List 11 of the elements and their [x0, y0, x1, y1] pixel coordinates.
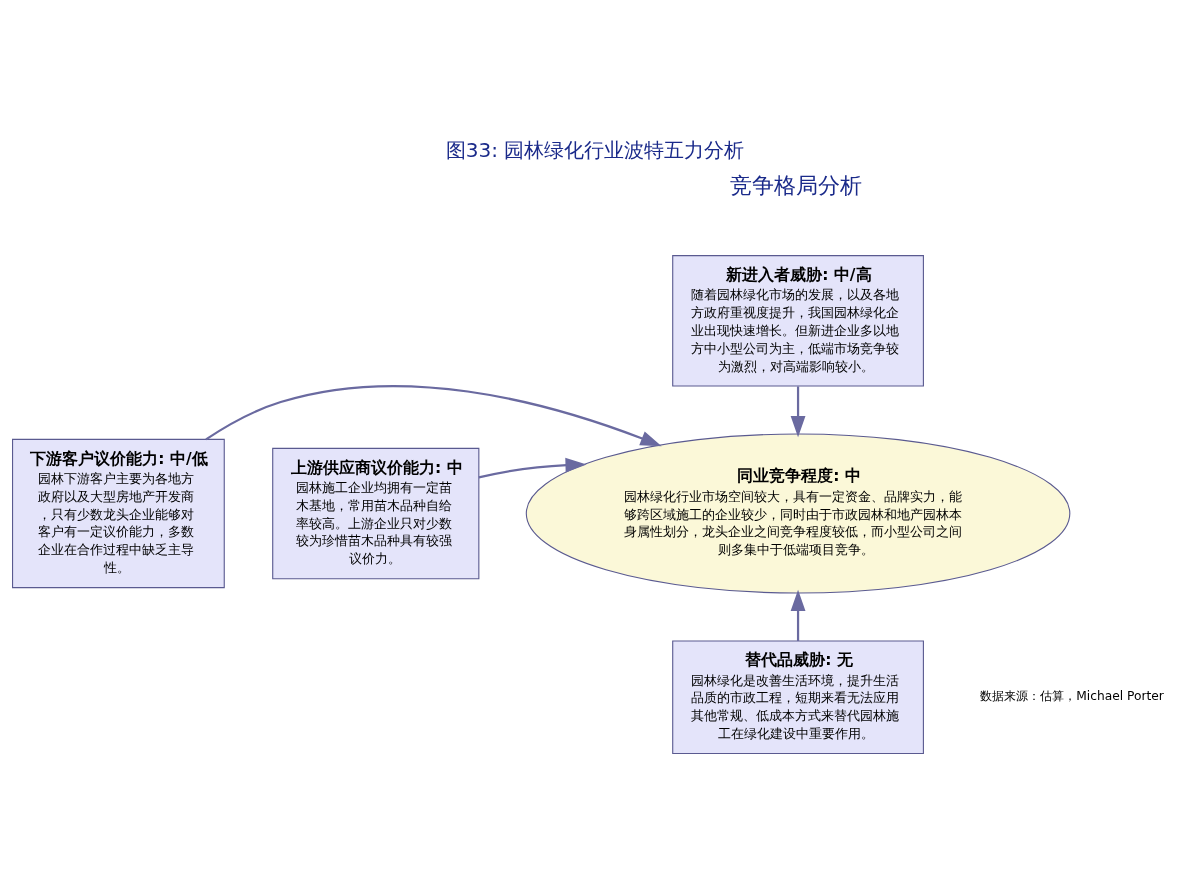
node-box: 新进入者威胁: 中/高 随着园林绿化市场的发展，以及各地方政府重视度提升，我国园林绿化企业出现快速增长。但新进企业多以地方中小型公司为主，低端市场竞争较为激烈，对高端影响较小。	[672, 254, 924, 387]
diagram-title: 图33: 园林绿化行业波特五力分析	[445, 137, 745, 162]
node-box: 替代品威胁: 无 园林绿化是改善生活环境，提升生活品质的市政工程，短期来看无法应用其他常规、低成本方式来替代园林施工在绿化建设中重要作用。	[672, 639, 924, 754]
node-box: 下游客户议价能力: 中/低 园林下游客户主要为各地方政府以及大型房地产开发商，只有少数龙头企业能够对客户有一定议价能力，多数企业在合作过程中缺乏主导性。	[12, 438, 225, 588]
arrow	[790, 385, 806, 437]
caption: 数据来源：估算，Michael Porter	[980, 688, 1164, 703]
node-box: 上游供应商议价能力: 中 园林施工企业均拥有一定苗木基地，常用苗木品种自给率较高。上游企业只对少数较为珍惜苗木品种具有较强议价力。	[272, 447, 480, 579]
arrow	[790, 589, 806, 641]
label: 竞争格局分析	[730, 171, 863, 198]
arrow	[478, 457, 587, 479]
arrow	[205, 384, 662, 446]
